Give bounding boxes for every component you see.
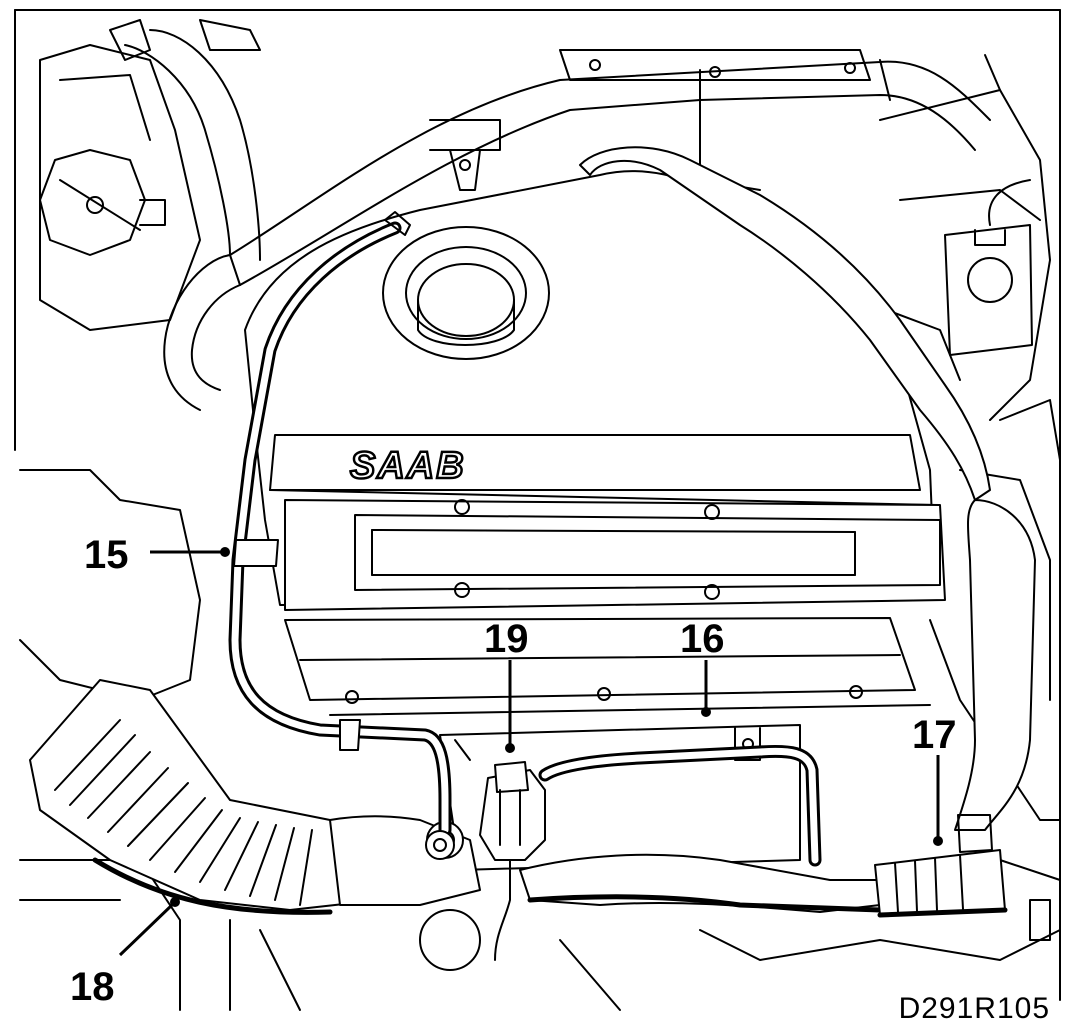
callout-17: 17 — [912, 713, 957, 757]
engine-cover — [244, 146, 991, 716]
lower-coolant-pipe — [519, 853, 883, 913]
valve-19 — [419, 761, 546, 971]
hose-connector-17 — [874, 499, 1036, 918]
hose-16 — [538, 744, 822, 867]
intake-hose-18 — [29, 679, 481, 915]
callout-16: 16 — [680, 617, 725, 661]
hose-15 — [228, 211, 455, 860]
callout-18: 18 — [70, 965, 115, 1009]
expansion-tank — [944, 179, 1033, 356]
reservoir-cap — [39, 149, 166, 256]
callout-15: 15 — [84, 533, 129, 577]
leader-lines — [118, 547, 943, 957]
figure-id: D291R105 — [899, 992, 1050, 1025]
brand-lettering: SAAB — [350, 445, 466, 487]
callout-19: 19 — [484, 617, 529, 661]
upper-coolant-pipe — [109, 19, 1001, 411]
